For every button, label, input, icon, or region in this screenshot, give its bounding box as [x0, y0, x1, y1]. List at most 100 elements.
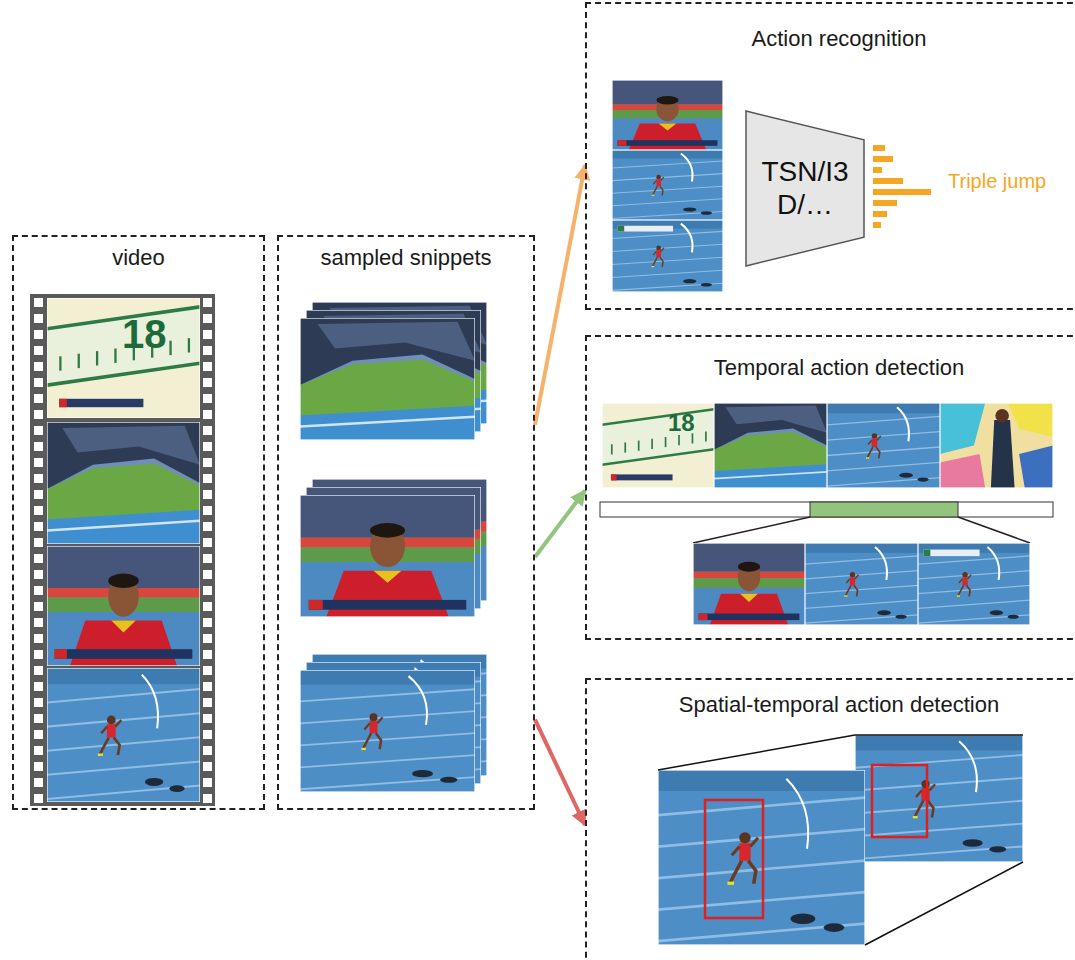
sprocket-hole — [34, 378, 43, 387]
illustration-shape — [699, 614, 800, 621]
illustration-shape — [827, 431, 940, 441]
film-strip — [30, 294, 215, 806]
illustration-shape — [107, 716, 116, 725]
portrait-frame — [612, 80, 723, 150]
illustration-shape — [699, 614, 708, 621]
title-frame — [602, 403, 714, 488]
timeline-bar — [600, 502, 1053, 517]
illustration-shape — [300, 495, 475, 538]
illustration-shape — [611, 444, 613, 454]
illustration-shape — [47, 760, 200, 775]
track-frame — [300, 670, 475, 792]
illustration-shape — [300, 670, 475, 685]
illustration-shape — [108, 574, 139, 588]
illustration-shape — [918, 555, 1030, 564]
illustration-shape — [612, 173, 723, 181]
illustration-shape — [924, 550, 980, 557]
illustration-shape — [918, 614, 1030, 623]
illustration-shape — [805, 543, 918, 553]
illustration-shape — [629, 123, 707, 150]
illustration-shape — [652, 195, 655, 196]
illustration-shape — [114, 738, 120, 756]
illustration-shape — [805, 555, 918, 564]
sprocket-hole — [34, 730, 43, 739]
illustration-shape — [805, 543, 918, 625]
sprocket-hole — [203, 474, 212, 483]
illustration-shape — [300, 318, 475, 440]
illustration-shape — [855, 800, 1023, 815]
illustration-shape — [658, 770, 865, 945]
illustration-shape — [47, 422, 200, 544]
illustration-shape — [47, 668, 200, 802]
sprocket-hole — [34, 666, 43, 675]
trapezoid-outline — [746, 111, 864, 266]
illustration-shape — [876, 447, 880, 458]
illustration-shape — [867, 447, 873, 458]
illustration-shape — [612, 283, 723, 291]
illustration-shape — [309, 600, 467, 610]
sprocket-hole — [34, 554, 43, 563]
illustration-shape — [959, 741, 977, 792]
illustration-shape — [47, 304, 200, 388]
track-frame — [658, 770, 865, 945]
task-panel: Spatial-temporal action detection — [585, 678, 1075, 960]
illustration-shape — [714, 471, 827, 480]
illustration-shape — [918, 543, 1030, 625]
illustration-shape — [844, 595, 847, 597]
illustration-shape — [612, 211, 723, 219]
sprocket-hole — [34, 298, 43, 307]
illustration-shape — [47, 785, 200, 800]
illustration-shape — [714, 403, 827, 488]
illustration-shape — [115, 720, 121, 727]
illustration-shape — [714, 464, 827, 488]
task-arrow — [535, 165, 585, 425]
illustration-shape — [987, 547, 999, 580]
illustration-shape — [107, 724, 116, 737]
task-arrow — [535, 720, 585, 825]
title-frame — [47, 298, 200, 418]
illustration-shape — [652, 257, 657, 266]
illustration-shape — [169, 341, 171, 355]
illustration-shape — [656, 175, 661, 180]
illustration-shape — [714, 403, 827, 488]
illustration-shape — [940, 403, 1053, 488]
illustration-shape — [658, 922, 865, 942]
detected-segment — [810, 502, 958, 517]
sprocket-hole — [203, 682, 212, 691]
illustration-shape — [361, 748, 366, 750]
illustration-shape — [658, 859, 865, 879]
sprocket-hole — [34, 346, 43, 355]
illustration-shape — [846, 579, 850, 583]
illustration-shape — [59, 399, 67, 407]
illustration-shape — [602, 447, 714, 467]
sprocket-hole — [34, 602, 43, 611]
illustration-shape — [877, 610, 891, 615]
illustration-shape — [872, 433, 878, 439]
sprocket-hole — [203, 410, 212, 419]
illustration-shape — [661, 248, 664, 252]
model-trapezoid: TSN/I3 D/… — [745, 110, 865, 267]
illustration-shape — [918, 570, 1030, 579]
sprocket-hole — [34, 362, 43, 371]
illustration-shape — [875, 547, 887, 580]
illustration-shape — [805, 600, 918, 609]
illustration-shape — [658, 770, 865, 945]
illustration-shape — [918, 585, 1030, 594]
sprocket-hole — [203, 362, 212, 371]
illustration-shape — [169, 785, 184, 792]
portrait-frame — [300, 495, 475, 617]
illustration-shape — [1008, 615, 1019, 619]
illustration-shape — [300, 495, 475, 617]
class-label: Triple jump — [948, 170, 1046, 192]
illustration-shape — [638, 441, 640, 451]
illustration-shape — [612, 244, 723, 252]
illustration-shape — [895, 615, 906, 619]
sprocket-hole — [203, 730, 212, 739]
track-frame — [827, 403, 940, 488]
sprocket-hole — [203, 442, 212, 451]
sprocket-hole — [34, 570, 43, 579]
sprocket-hole — [203, 506, 212, 515]
illustration-shape — [665, 437, 667, 447]
sprocket-hole — [34, 778, 43, 787]
illustration-shape — [957, 595, 960, 597]
